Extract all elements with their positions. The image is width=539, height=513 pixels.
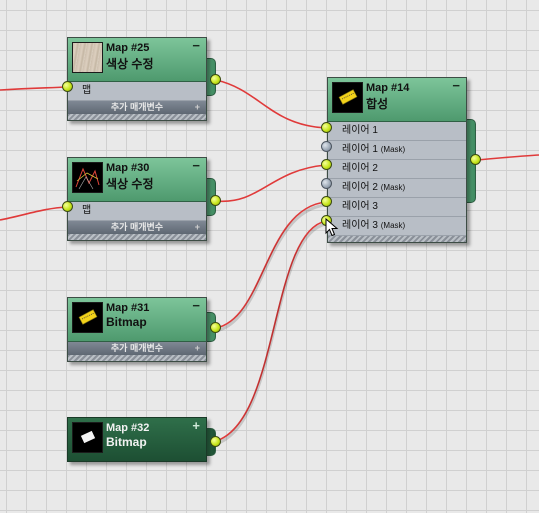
wire-external-to-map30[interactable] [0,206,68,221]
expand-plus-icon[interactable]: + [194,343,200,353]
map32-output-socket[interactable] [210,436,221,447]
expand-plus-icon[interactable]: + [194,102,200,112]
wire-map32-to-layer3-mask[interactable] [215,220,327,442]
collapse-button[interactable]: − [192,38,200,53]
layer-label: 레이어 2 [342,163,378,174]
yellow-tag-thumbnail-icon [72,302,103,333]
mask-label: (Mask) [380,183,406,192]
resize-grip[interactable] [68,234,206,240]
extra-params-label: 추가 매개변수 [110,222,164,232]
extra-params-bar[interactable]: 추가 매개변수 + [68,221,206,234]
node-map32-title: Map #32 [106,422,150,434]
layer-label: 레이어 3 [342,220,378,231]
extra-params-bar[interactable]: 추가 매개변수 + [68,101,206,114]
expand-button[interactable]: + [192,418,200,433]
map25-input-socket[interactable] [62,81,73,92]
layer-mask-row[interactable]: 레이어 1 (Mask) [328,141,466,160]
tag-graphic [338,89,358,105]
wire-map31-to-layer3[interactable] [215,201,327,329]
collapse-button[interactable]: − [452,78,460,93]
node-map31-header[interactable]: Map #31 Bitmap − [68,298,206,342]
node-map14-header[interactable]: Map #14 합성 − [328,78,466,122]
layer-label: 레이어 1 [342,125,378,136]
node-map31-type: Bitmap [106,315,147,329]
wire-map30-to-layer2[interactable] [215,164,327,203]
tag-graphic [78,309,98,325]
node-map31-title: Map #31 [106,302,150,314]
extra-params-label: 추가 매개변수 [110,102,164,112]
node-map25[interactable]: Map #25 색상 수정 − 맵 추가 매개변수 + [67,37,207,121]
layer-row[interactable]: 레이어 2 [328,160,466,179]
layer-mask-row[interactable]: 레이어 2 (Mask) [328,179,466,198]
layer1-mask-input-socket[interactable] [321,141,332,152]
map31-output-socket[interactable] [210,322,221,333]
node-map31[interactable]: Map #31 Bitmap − 추가 매개변수 + [67,297,207,362]
node-map32-header[interactable]: Map #32 Bitmap + [68,418,206,461]
wire-map25-to-layer1[interactable] [215,79,327,129]
node-map32-type: Bitmap [106,435,147,449]
mask-label: (Mask) [380,221,406,230]
node-map14-title: Map #14 [366,82,410,94]
resize-grip[interactable] [68,355,206,361]
collapse-button[interactable]: − [192,298,200,313]
node-map25-header[interactable]: Map #25 색상 수정 − [68,38,206,82]
input-label: 맵 [82,205,92,216]
map25-output-socket[interactable] [210,74,221,85]
layer-mask-row[interactable]: 레이어 3 (Mask) [328,217,466,236]
node-map14[interactable]: Map #14 합성 − 레이어 1 레이어 1 (Mask) 레이어 2 레이… [327,77,467,243]
map14-output-socket[interactable] [470,154,481,165]
wireframe-graphic [75,167,100,190]
node-map14-type: 합성 [366,97,389,111]
mask-label: (Mask) [380,145,406,154]
wire-map14-out[interactable] [475,154,539,161]
input-row-map[interactable]: 맵 [68,202,206,221]
arrow-cursor-icon [325,218,339,237]
beige-texture-thumbnail-icon [72,42,103,73]
layer-label: 레이어 1 [342,144,378,155]
extra-params-label: 추가 매개변수 [110,343,164,353]
layer2-input-socket[interactable] [321,159,332,170]
node-map25-type: 색상 수정 [106,57,154,71]
node-map30-header[interactable]: Map #30 색상 수정 − [68,158,206,202]
layer-label: 레이어 3 [342,201,378,212]
node-map32[interactable]: Map #32 Bitmap + [67,417,207,462]
input-label: 맵 [82,85,92,96]
layer2-mask-input-socket[interactable] [321,178,332,189]
node-map30-type: 색상 수정 [106,177,154,191]
layer-row[interactable]: 레이어 3 [328,198,466,217]
wire-external-to-map25[interactable] [0,86,68,91]
node-map25-title: Map #25 [106,42,150,54]
resize-grip[interactable] [328,236,466,242]
layer-row[interactable]: 레이어 1 [328,122,466,141]
collapse-button[interactable]: − [192,158,200,173]
resize-grip[interactable] [68,114,206,120]
map30-output-socket[interactable] [210,195,221,206]
white-card-thumbnail-icon [72,422,103,453]
wire-shadow-2 [215,222,327,446]
input-row-map[interactable]: 맵 [68,82,206,101]
layer3-input-socket[interactable] [321,196,332,207]
node-map30-title: Map #30 [106,162,150,174]
map30-input-socket[interactable] [62,201,73,212]
dark-wireframe-thumbnail-icon [72,162,103,193]
expand-plus-icon[interactable]: + [194,222,200,232]
layer1-input-socket[interactable] [321,122,332,133]
card-graphic [80,430,96,444]
layer-label: 레이어 2 [342,182,378,193]
extra-params-bar[interactable]: 추가 매개변수 + [68,342,206,355]
node-map30[interactable]: Map #30 색상 수정 − 맵 추가 매개변수 + [67,157,207,241]
yellow-tag-thumbnail-icon [332,82,363,113]
wire-shadow-1 [215,203,327,333]
